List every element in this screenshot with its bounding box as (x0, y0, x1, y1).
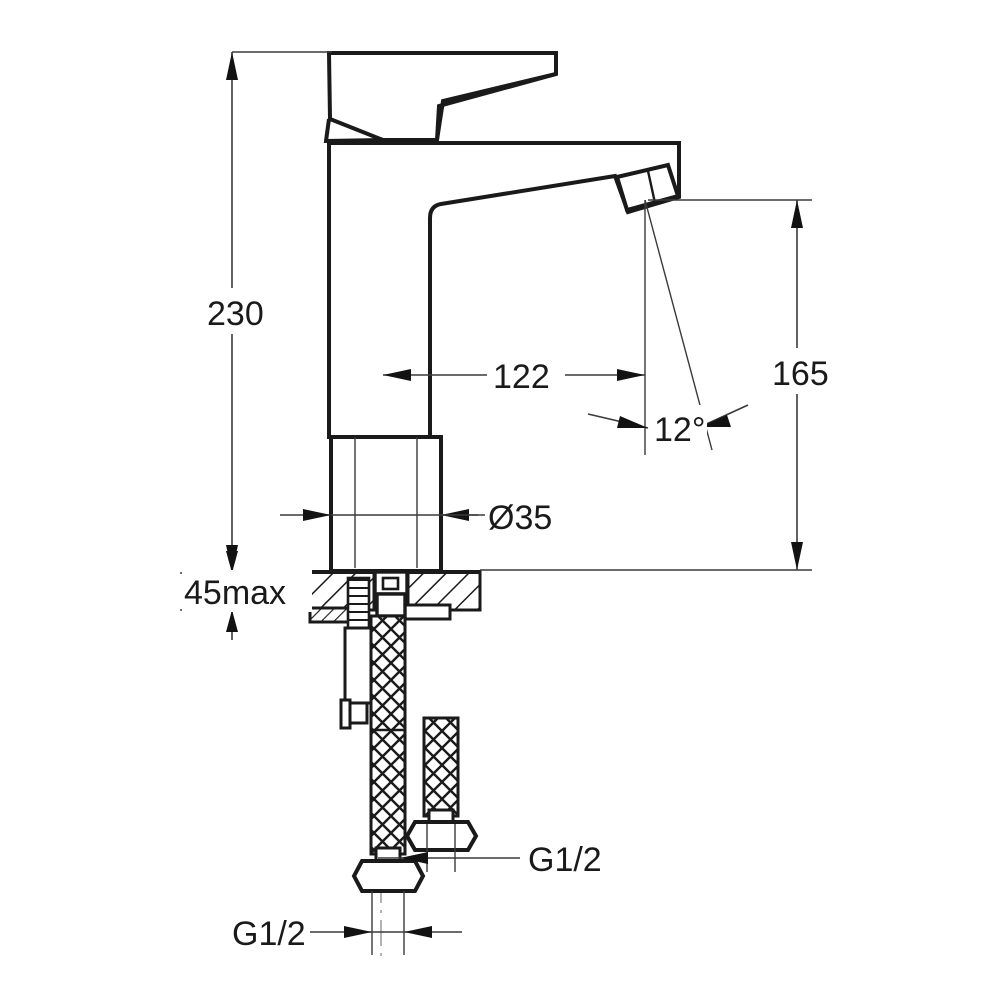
dimension-label-45max: 45max (184, 574, 286, 612)
flex-hose-long (369, 614, 407, 856)
faucet-body-and-spout (327, 141, 681, 439)
dimension-height-230: 230 (200, 51, 332, 574)
dimension-reach-122: 122 (383, 352, 645, 396)
pull-rod-sleeve (343, 626, 373, 705)
short-hose-hex-nut (404, 820, 479, 852)
dimension-label-165: 165 (772, 355, 829, 393)
lever-handle-inner-edge (435, 72, 557, 141)
mounting-assembly (308, 570, 479, 893)
dimension-countertop-45max: 45max (180, 551, 312, 640)
dimension-label-diameter-35: Ø35 (488, 499, 552, 537)
dimension-label-230: 230 (207, 295, 264, 333)
dimension-angle-12: 12° (587, 199, 749, 455)
cartridge-shank (375, 592, 407, 618)
base-cylinder (329, 435, 443, 573)
pull-rod-collar (347, 701, 369, 725)
dimension-label-12deg: 12° (654, 411, 705, 449)
dimension-thread-upper-g12: G1/2 (378, 824, 602, 879)
pull-rod-tail (339, 698, 352, 730)
dimension-thread-lower-g12: G1/2 (232, 891, 462, 955)
dimension-label-122: 122 (493, 358, 550, 396)
long-hose-hex-nut (351, 859, 426, 893)
flex-hose-short (422, 716, 460, 818)
aerator-outlet (614, 162, 681, 213)
dimension-label-g12-lower: G1/2 (232, 915, 306, 953)
aerator-split-line (646, 170, 657, 204)
threaded-stud (346, 576, 371, 630)
dimension-base-diameter-35: Ø35 (280, 437, 597, 568)
cartridge-nut-bore (381, 576, 400, 591)
dimension-spout-height-165: 165 (480, 199, 844, 571)
faucet-body-geometry (286, 51, 681, 893)
lever-handle-underside (323, 118, 384, 144)
dimension-label-g12-upper: G1/2 (528, 841, 602, 879)
